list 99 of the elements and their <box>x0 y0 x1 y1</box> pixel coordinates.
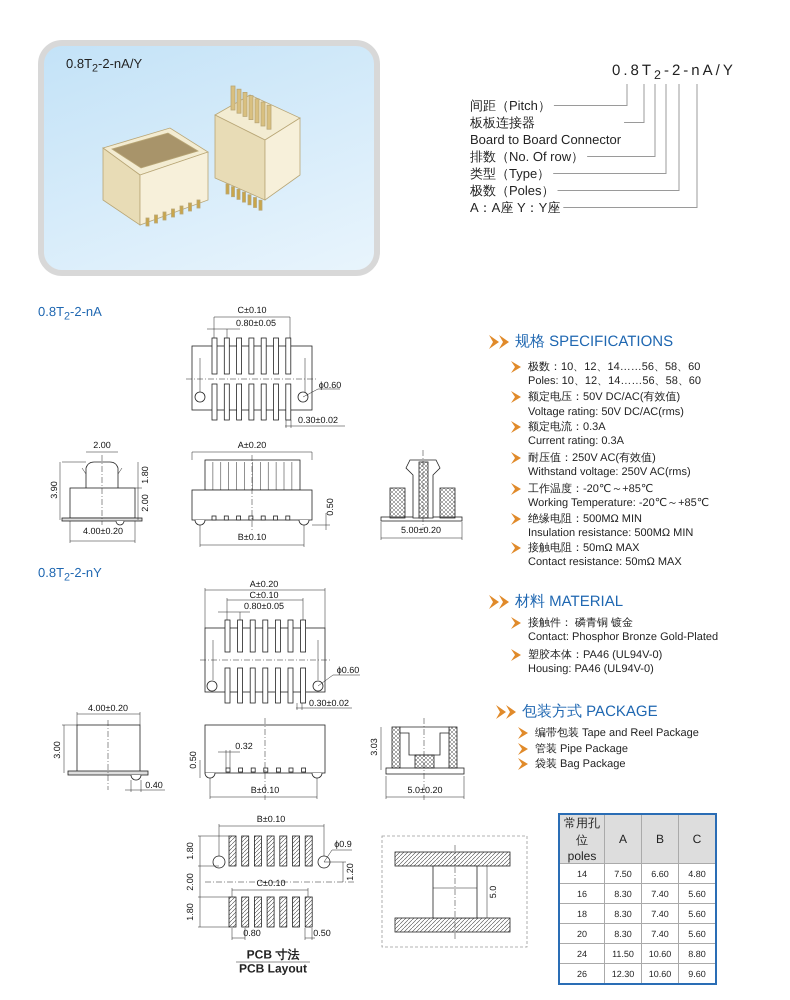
dimension-label: 0.32 <box>235 742 253 752</box>
section-heading: 材料 MATERIAL <box>515 594 624 610</box>
dimension-label: 4.00±0.20 <box>88 704 128 714</box>
spec-text: Insulation resistance: 500MΩ MIN <box>528 526 694 540</box>
code-field-text: 极数（Poles） <box>470 182 555 199</box>
product-title: 0.8T$_{2}$-2-nA/Y <box>66 56 142 75</box>
dimension-label: C±0.10 <box>250 591 278 601</box>
dimension-label: 3.90 <box>50 481 60 499</box>
drawing-caption: PCB 寸法 <box>246 948 300 962</box>
dimension-label: ϕ0.60 <box>336 666 360 676</box>
spec-text: 额定电流：0.3A <box>528 420 606 434</box>
section-heading: 规格 SPECIFICATIONS <box>515 334 674 350</box>
dimension-label: B±0.10 <box>250 786 280 796</box>
leader-line <box>557 84 680 191</box>
table-cell: 10.60 <box>642 944 678 964</box>
leader-line <box>552 84 666 174</box>
table-cell: 8.30 <box>604 884 642 904</box>
dimension-label: ϕ0.60 <box>318 381 342 391</box>
code-field-text: 0.8T$_{2}$-2-nA/Y <box>612 62 736 84</box>
dimension-label: 1.80 <box>186 842 196 860</box>
column-header: 常用孔位 poles <box>559 814 604 864</box>
spec-text: 耐压值：250V AC(有效值) <box>528 452 656 464</box>
code-field-text: 排数（No. Of row） <box>470 148 584 165</box>
spec-text: 接触电阻：50mΩ MAX <box>528 542 640 554</box>
table-cell: 7.40 <box>642 884 678 904</box>
leader-line <box>553 84 628 106</box>
dimension-label: 5.00±0.20 <box>401 526 441 536</box>
dimension-label: B±0.10 <box>256 815 286 825</box>
leader-line <box>624 84 644 123</box>
spec-text: Contact resistance: 50mΩ MAX <box>528 556 682 568</box>
dimension-label: 2.00 <box>93 441 111 451</box>
variant-title: 0.8T$_{2}$-2-nA <box>38 305 102 324</box>
dimension-label: 0.50 <box>189 751 199 769</box>
code-field-text: A：A座 Y：Y座 <box>470 199 560 216</box>
dimension-label: 0.50 <box>326 498 336 516</box>
dimension-label: 0.80 <box>243 929 261 939</box>
spec-text: 管装 Pipe Package <box>535 742 628 756</box>
spec-text: Voltage rating: 50V DC/AC(rms) <box>528 406 684 418</box>
spec-text: 编带包装 Tape and Reel Package <box>535 726 699 740</box>
dimension-label: 4.00±0.20 <box>83 527 123 537</box>
dimension-label: A±0.20 <box>250 580 278 590</box>
dimension-label: B±0.10 <box>238 533 266 543</box>
dimension-label: 5.0 <box>489 886 499 898</box>
table-cell: 7.50 <box>604 864 642 884</box>
dimension-label: 3.03 <box>370 738 380 756</box>
table-cell: 8.30 <box>604 904 642 924</box>
spec-text: 塑胶本体：PA46 (UL94V-0) <box>528 648 662 662</box>
code-field-text: Board to Board Connector <box>470 131 622 148</box>
dimension-label: 2.00 <box>141 494 151 512</box>
table-cell: 8.30 <box>604 924 642 944</box>
dimension-label: 0.80±0.05 <box>244 602 284 612</box>
column-header: C <box>678 814 716 864</box>
dimension-label: C±0.10 <box>238 306 266 316</box>
spec-text: Working Temperature: -20℃～+85℃ <box>528 496 710 510</box>
dimension-label: 5.0±0.20 <box>408 786 442 796</box>
dimension-label: ϕ0.9 <box>334 840 352 850</box>
section-heading: 包装方式 PACKAGE <box>522 704 658 720</box>
table-cell: 24 <box>559 944 604 964</box>
spec-text: 极数：10、12、14……56、58、60 <box>528 360 700 374</box>
dimension-label: 1.80 <box>141 466 151 484</box>
dimension-label: 2.00 <box>186 873 196 891</box>
dimension-label: 1.80 <box>186 903 196 921</box>
column-header: A <box>604 814 642 864</box>
column-header: B <box>642 814 678 864</box>
dimension-label: C±0.10 <box>256 879 286 889</box>
spec-text: 工作温度：-20℃～+85℃ <box>528 482 654 496</box>
spec-text: Current rating: 0.3A <box>528 434 624 448</box>
leader-line <box>562 84 698 208</box>
table-cell: 14 <box>559 864 604 884</box>
spec-text: Withstand voltage: 250V AC(rms) <box>528 466 691 478</box>
spec-text: 额定电压：50V DC/AC(有效值) <box>528 390 680 404</box>
spec-text: Contact: Phosphor Bronze Gold-Plated <box>528 630 718 644</box>
dimension-label: 0.30±0.02 <box>298 416 338 426</box>
code-field-text: 类型（Type） <box>470 165 550 182</box>
spec-text: 袋装 Bag Package <box>535 758 626 770</box>
table-cell: 16 <box>559 884 604 904</box>
dimension-label: 0.50 <box>313 929 331 939</box>
dimension-label: 3.00 <box>53 741 63 759</box>
product-photo-panel <box>38 40 380 276</box>
spec-text: Poles: 10、12、14……56、58、60 <box>528 374 702 388</box>
dimension-label: A±0.20 <box>238 441 266 451</box>
table-cell: 7.40 <box>642 924 678 944</box>
dimension-label: 0.40 <box>145 781 163 791</box>
code-field-text: 板板连接器 <box>470 114 536 131</box>
table-cell: 11.50 <box>604 944 642 964</box>
variant-title: 0.8T$_{2}$-2-nY <box>38 566 102 584</box>
spec-text: 接触件： 磷青铜 镀金 <box>528 616 634 630</box>
spec-text: 绝缘电阻：500MΩ MIN <box>528 512 642 526</box>
dimension-label: 0.80±0.05 <box>236 319 276 329</box>
table-cell: 7.40 <box>642 904 678 924</box>
table-cell: 6.60 <box>642 864 678 884</box>
drawing-caption: PCB Layout <box>239 962 307 976</box>
spec-text: Housing: PA46 (UL94V-0) <box>528 662 654 676</box>
dimension-label: 1.20 <box>346 863 356 881</box>
leader-line <box>586 84 656 157</box>
table-cell: 20 <box>559 924 604 944</box>
code-field-text: 间距（Pitch） <box>470 97 551 114</box>
table-cell: 18 <box>559 904 604 924</box>
dimension-label: 0.30±0.02 <box>309 699 349 709</box>
